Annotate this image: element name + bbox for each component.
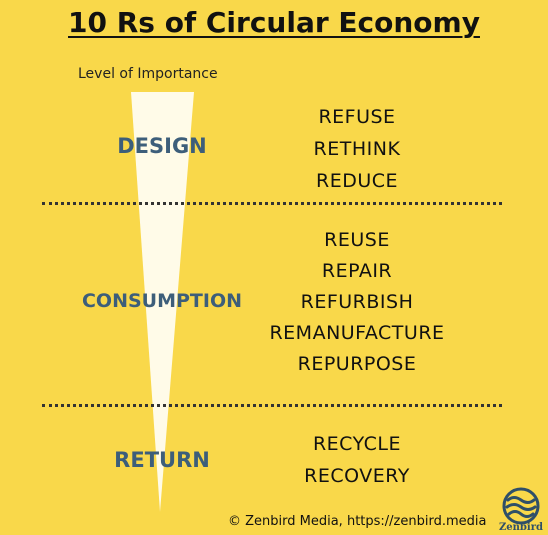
- importance-label: Level of Importance: [78, 66, 218, 82]
- r-item-reuse: REUSE: [324, 229, 390, 251]
- category-consumption: CONSUMPTION: [81, 290, 243, 312]
- section-divider: [42, 404, 502, 407]
- r-item-recycle: RECYCLE: [312, 433, 402, 455]
- r-item-repurpose: REPURPOSE: [297, 353, 417, 375]
- r-item-refuse: REFUSE: [318, 106, 396, 128]
- section-divider: [42, 202, 502, 205]
- r-item-repair: REPAIR: [321, 260, 393, 282]
- page-title: 10 Rs of Circular Economy: [68, 6, 480, 39]
- zenbird-logo-text: Zenbird: [499, 522, 543, 533]
- zenbird-logo-icon: [502, 487, 540, 525]
- r-item-refurbish: REFURBISH: [300, 291, 414, 313]
- r-item-remanufacture: REMANUFACTURE: [269, 322, 445, 344]
- importance-wedge-shape: [131, 92, 194, 512]
- category-design: DESIGN: [117, 134, 207, 158]
- category-return: RETURN: [114, 448, 210, 472]
- r-item-rethink: RETHINK: [313, 138, 401, 160]
- r-item-reduce: REDUCE: [315, 170, 399, 192]
- r-item-recovery: RECOVERY: [304, 465, 410, 487]
- copyright-footer: © Zenbird Media, https://zenbird.media: [228, 514, 487, 529]
